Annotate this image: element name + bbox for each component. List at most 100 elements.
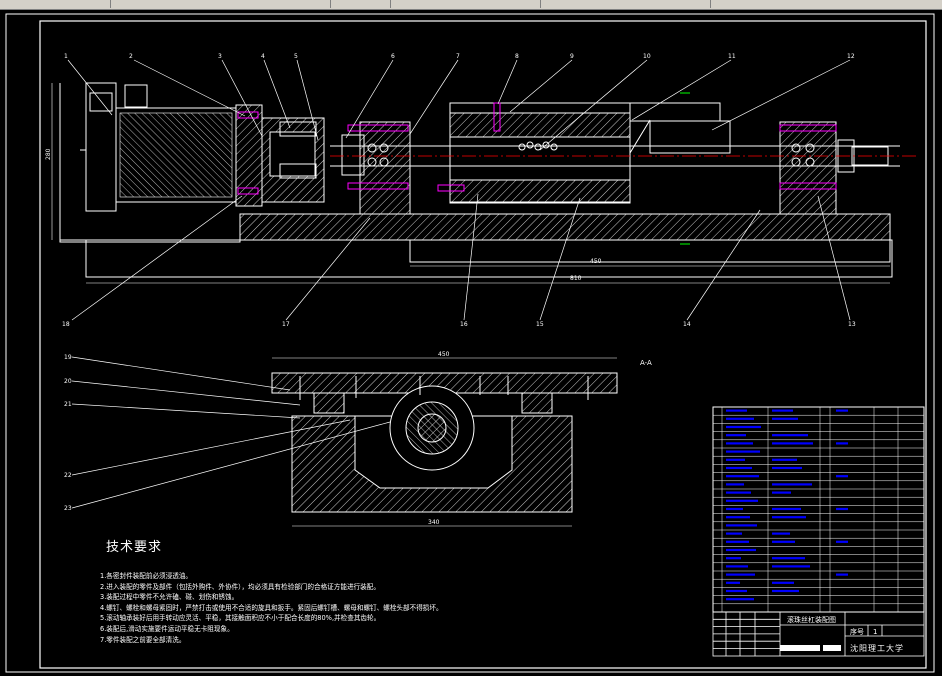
- technical-requirements: 技术要求 1.各密封件装配前必须浸透油。 2.进入装配的零件及部件（包括外购件、…: [100, 536, 480, 645]
- bom-cell-text: [726, 409, 747, 412]
- slide-block: [649, 120, 731, 154]
- bom-cell-text: [836, 507, 848, 511]
- dim-inner-length: 450: [590, 258, 602, 265]
- bom-cell-text: [836, 475, 848, 478]
- callout-numbers-top: 1 2 3 4 5 6 7 8 9 10 11 12: [64, 53, 855, 60]
- drawing-frame: [39, 20, 927, 669]
- bom-cell-text: [726, 499, 758, 502]
- bom-cell-text: [772, 507, 801, 511]
- dim-overall-length: 810: [570, 275, 582, 282]
- guide-block-right: [521, 392, 553, 414]
- callout-7: 7: [456, 53, 460, 60]
- callout-10: 10: [643, 53, 651, 60]
- toolbar-tab[interactable]: [710, 0, 942, 8]
- seq-label: 序号: [850, 627, 864, 636]
- school-name: 沈阳理工大学: [850, 643, 904, 653]
- tech-req-line: 1.各密封件装配前必须浸透油。: [100, 572, 193, 580]
- bom-cell-text: [726, 581, 740, 584]
- callout-8: 8: [515, 53, 519, 60]
- base-plate: [85, 239, 893, 278]
- bom-cell-text: [726, 598, 754, 601]
- section-view-a-a: [271, 357, 618, 527]
- dim-section-width: 450: [438, 351, 450, 358]
- callout-numbers-bottom: 18 17 16 15 14 13: [62, 321, 856, 328]
- outer-border: [5, 13, 935, 673]
- bom-cell-text: [772, 532, 790, 535]
- bom-cell-text: [772, 442, 813, 445]
- callout-22: 22: [64, 472, 72, 479]
- toolbar-tab[interactable]: [0, 0, 111, 8]
- drawing-name: 滚珠丝杠装配图: [787, 615, 836, 624]
- bom-cell-text: [772, 516, 806, 519]
- callout-1: 1: [64, 53, 68, 60]
- bom-cell-text: [772, 557, 805, 560]
- callout-21: 21: [64, 401, 72, 408]
- bom-cell-text: [726, 589, 747, 593]
- dim-section-base: 340: [428, 519, 440, 526]
- bom-cell-text: [772, 458, 797, 461]
- bom-cell-text: [726, 557, 741, 560]
- callout-5: 5: [294, 53, 298, 60]
- tech-req-line: 2.进入装配的零件及部件（包括外购件、外协件），均必须具有检验部门的合格证方能进…: [100, 582, 380, 591]
- tech-req-title: 技术要求: [106, 540, 163, 555]
- toolbar-tab[interactable]: [390, 0, 541, 8]
- callout-19: 19: [64, 354, 72, 361]
- bom-cell-text: [726, 524, 757, 527]
- bom-cell-text: [726, 483, 744, 486]
- bom-cell-text: [726, 417, 754, 420]
- callout-16: 16: [460, 321, 468, 328]
- callout-9: 9: [570, 53, 574, 60]
- bom-cell-text: [726, 565, 748, 568]
- base-body-hatch: [239, 213, 891, 241]
- bom-cell-text: [726, 425, 761, 429]
- leader-lines: [67, 59, 851, 321]
- bom-cell-text: [726, 507, 743, 511]
- bom-cell-text: [726, 442, 753, 445]
- toolbar-tab[interactable]: [330, 0, 391, 8]
- bom-cell-text: [836, 442, 848, 445]
- title-block: [712, 611, 925, 657]
- ball-screw-balls: [518, 141, 558, 151]
- bom-cell-text: [772, 434, 808, 437]
- dim-height-left: 280: [45, 148, 52, 160]
- callout-4: 4: [261, 53, 265, 60]
- callout-15: 15: [536, 321, 544, 328]
- bom-cell-text: [726, 434, 746, 437]
- bom-cell-text: [726, 450, 760, 453]
- motor-connector: [89, 92, 113, 112]
- assembly-main-view: [51, 82, 918, 284]
- callout-14: 14: [683, 321, 691, 328]
- callout-11: 11: [728, 53, 736, 60]
- cad-drawing-canvas[interactable]: 280 450 810 1 2 3 4 5 6 7 8 9 10 11 12: [0, 9, 942, 676]
- bom-cell-text: [772, 417, 798, 420]
- callout-23: 23: [64, 505, 72, 512]
- bom-cell-text: [772, 483, 812, 486]
- toolbar-tab[interactable]: [540, 0, 711, 8]
- bom-cell-text: [726, 466, 752, 470]
- callout-13: 13: [848, 321, 856, 328]
- bom-cell-text: [772, 540, 795, 543]
- left-bearing-support: [359, 121, 411, 215]
- tech-req-line: 3.装配过程中零件不允许磕、碰、划伤和锈蚀。: [100, 593, 239, 602]
- seq-value: 1: [873, 628, 877, 636]
- bom-cell-text: [836, 573, 848, 576]
- guide-block-left: [313, 392, 345, 414]
- bom-cell-text: [726, 573, 755, 576]
- callout-3: 3: [218, 53, 222, 60]
- callout-20: 20: [64, 378, 72, 385]
- bom-cell-text: [726, 491, 751, 494]
- bom-cell-text: [726, 540, 749, 543]
- callout-18: 18: [62, 321, 70, 328]
- bom-cell-text: [772, 466, 802, 470]
- callout-numbers-section: 19 20 21 22 23: [64, 354, 72, 512]
- bom-cell-text: [726, 532, 742, 535]
- bom-cell-text: [726, 458, 745, 461]
- tech-req-line: 4.螺钉、螺栓和螺母紧固时，严禁打击或使用不合适的旋具和扳手。紧固后螺钉槽、螺母…: [100, 603, 443, 612]
- bom-cell-text: [772, 409, 793, 412]
- tech-req-line: 6.装配后,滑动实施要件运动平稳无卡阻现象。: [100, 624, 234, 633]
- window-toolbar: [0, 0, 942, 10]
- section-leader-lines: [71, 356, 391, 509]
- bom-cell-text: [726, 548, 756, 552]
- toolbar-tab[interactable]: [110, 0, 331, 8]
- callout-12: 12: [847, 53, 855, 60]
